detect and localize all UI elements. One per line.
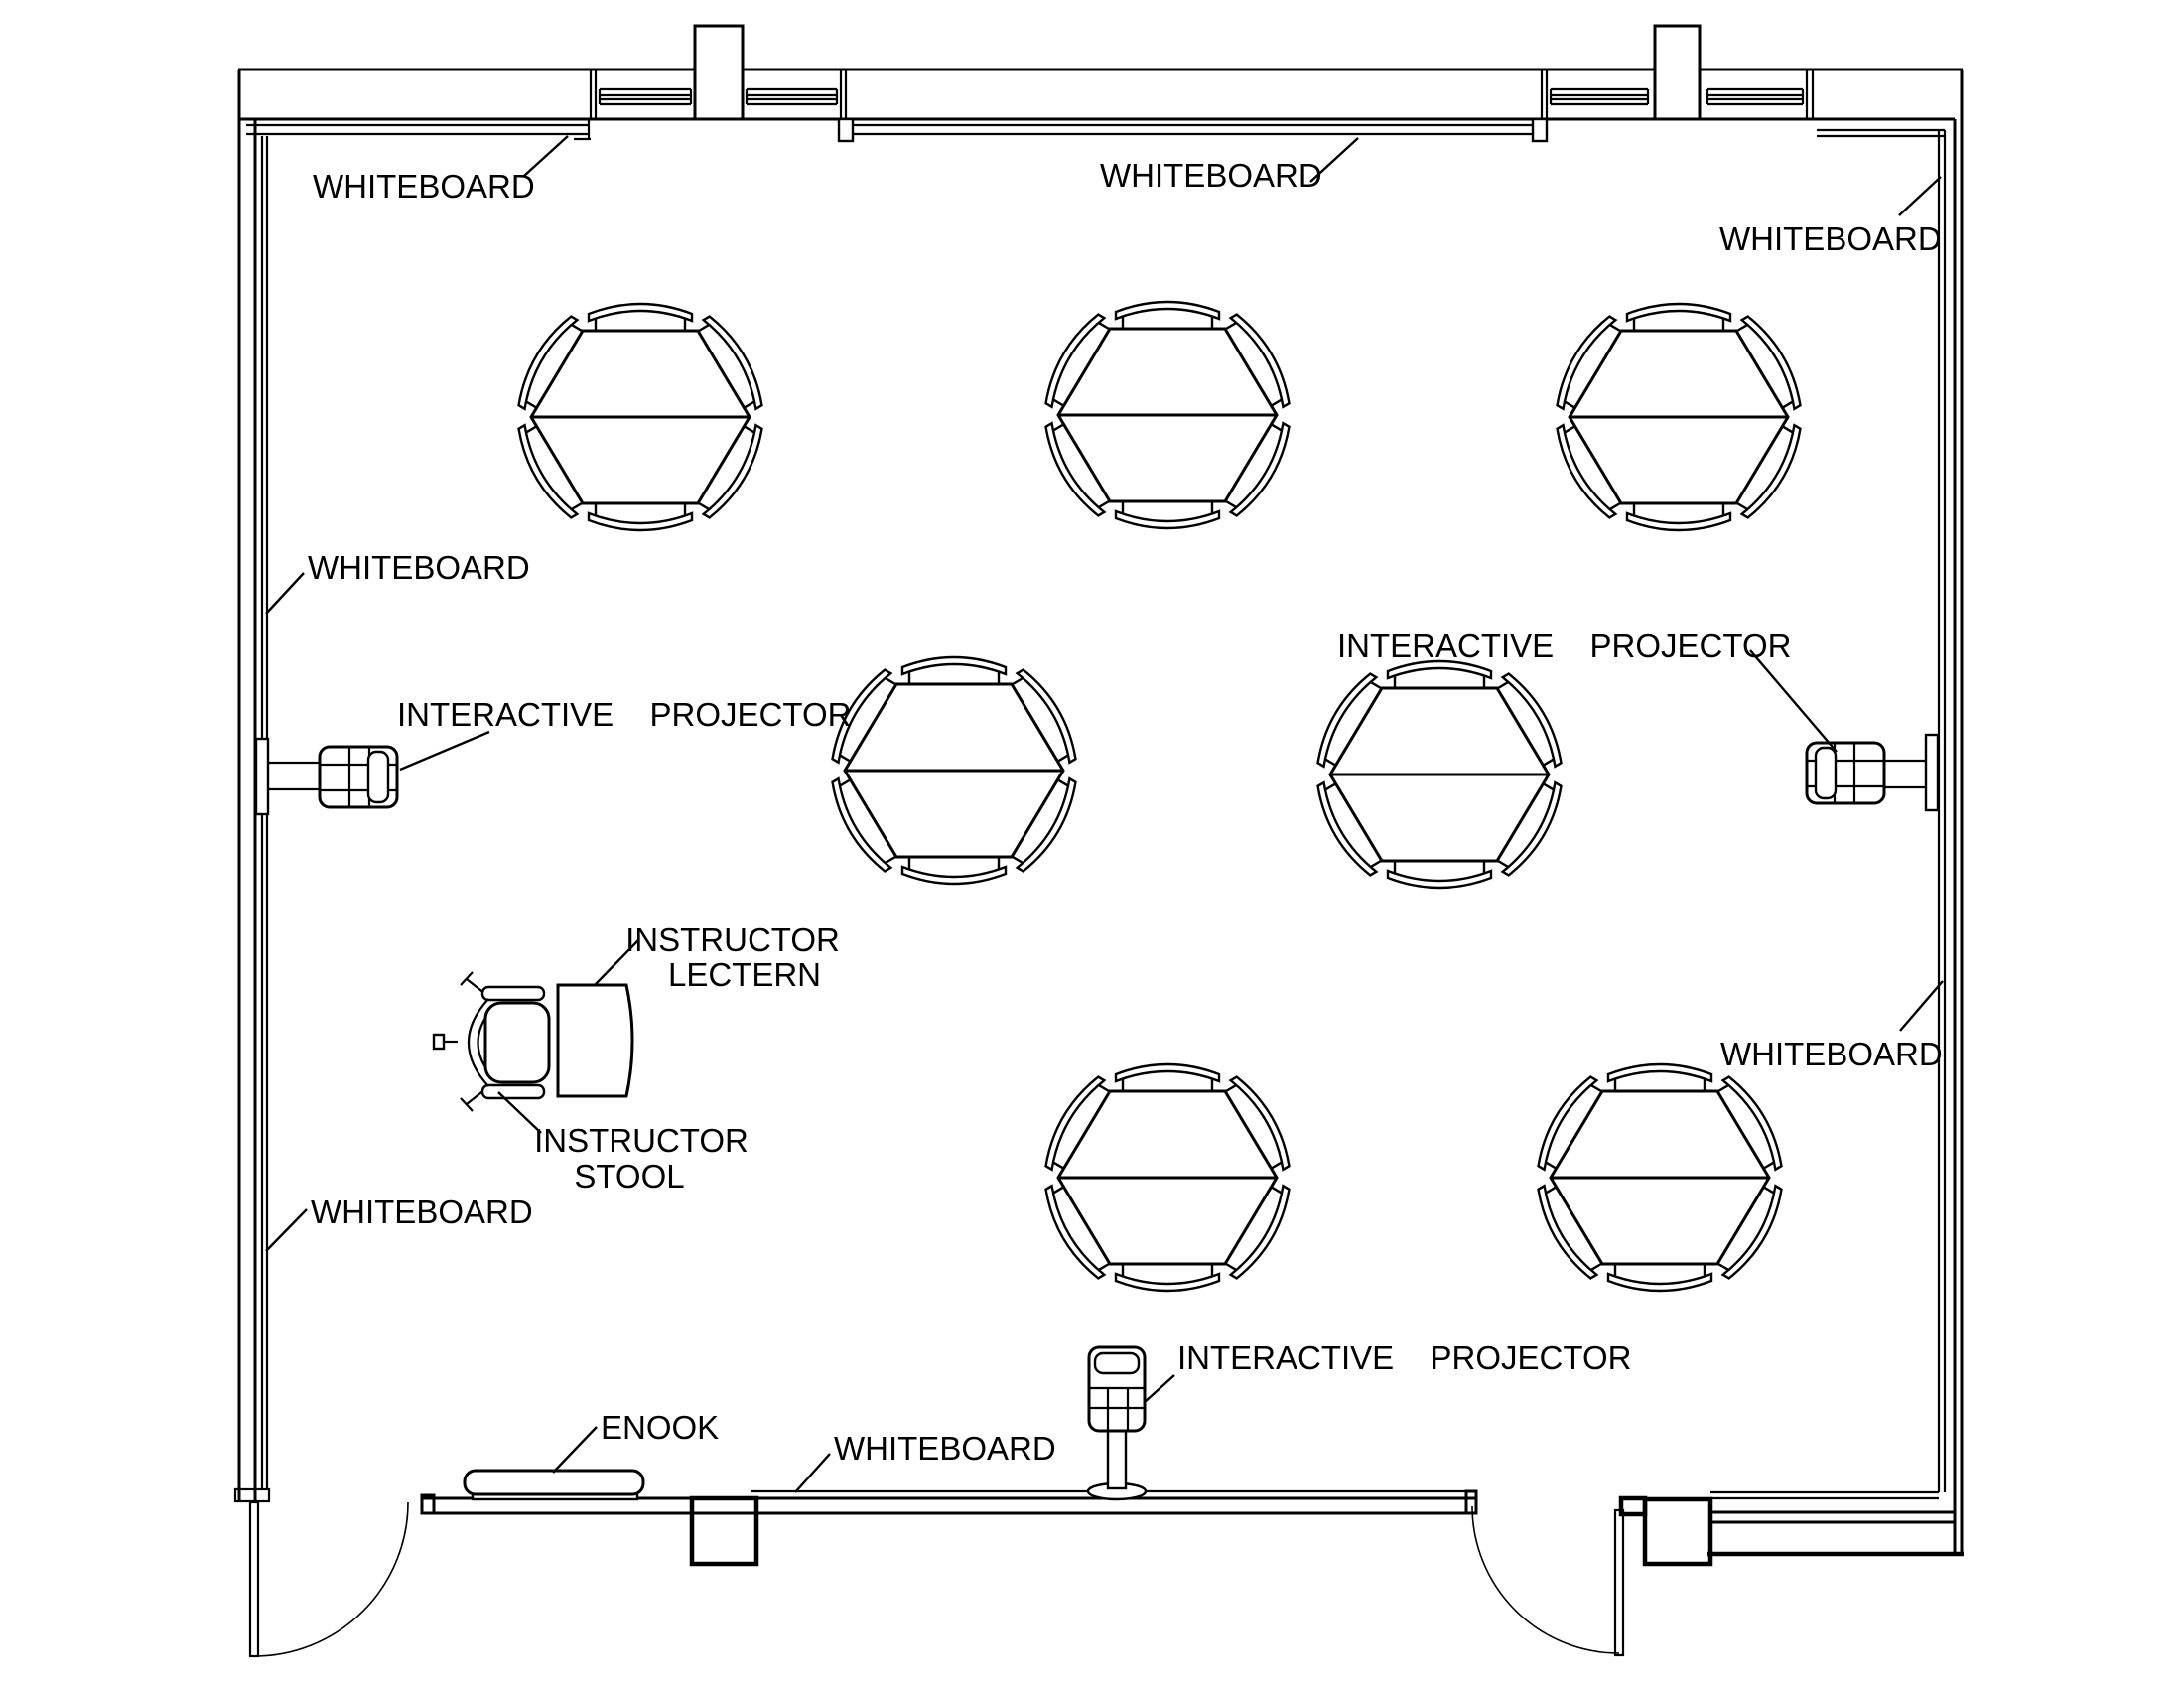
whiteboard-label: WHITEBOARD xyxy=(311,1194,533,1230)
whiteboard-top-left-strip xyxy=(246,119,591,141)
bottom-right-vestibule xyxy=(1707,1490,1964,1557)
interactive-projector-left-unit xyxy=(254,737,399,816)
window-icon xyxy=(1549,87,1650,106)
door-swing-arc xyxy=(1471,1505,1620,1654)
instructor-stool-label: STOOL xyxy=(574,1158,684,1195)
wall-column xyxy=(689,1495,759,1567)
projector-lens xyxy=(366,750,390,804)
hex-table-6 xyxy=(1037,1064,1297,1291)
door-right xyxy=(1471,1505,1625,1657)
whiteboard-top-center-strip xyxy=(837,117,1549,143)
interactive-projector-label: INTERACTIVE PROJECTOR xyxy=(1177,1339,1631,1376)
hex-table-1 xyxy=(510,304,770,530)
interactive-projector-right-unit xyxy=(1805,733,1940,812)
projector-lens xyxy=(1814,746,1838,800)
door-left xyxy=(248,1500,409,1658)
instructor-lectern-label: LECTERN xyxy=(668,956,821,993)
whiteboard-label: WHITEBOARD xyxy=(1100,157,1322,194)
interactive-projector-bottom-unit xyxy=(1086,1345,1148,1501)
window-icon xyxy=(1706,87,1805,106)
whiteboard-label: WHITEBOARD xyxy=(308,549,530,586)
wall-column xyxy=(1653,24,1702,121)
whiteboard-label: WHITEBOARD xyxy=(834,1430,1056,1467)
hex-table-7 xyxy=(1530,1064,1790,1291)
window-icon xyxy=(598,87,693,106)
instructor-stool-label: INSTRUCTOR xyxy=(534,1122,749,1159)
wall-column xyxy=(693,24,745,121)
stool-seat xyxy=(483,1001,551,1084)
whiteboard-label: WHITEBOARD xyxy=(1720,1036,1943,1072)
hex-table-5 xyxy=(1309,661,1570,888)
wall-column xyxy=(1642,1496,1713,1567)
stool-armrest xyxy=(480,985,546,1002)
whiteboard-label: WHITEBOARD xyxy=(1719,220,1942,257)
hex-table-3 xyxy=(1549,304,1809,530)
leader-lines xyxy=(265,135,1944,1493)
instructor-stool-unit xyxy=(432,971,551,1112)
whiteboard-label: WHITEBOARD xyxy=(313,168,535,205)
whiteboard-top-right-strip xyxy=(1817,128,1945,138)
instructor-lectern-label: INSTRUCTOR xyxy=(625,921,840,958)
enook-unit xyxy=(463,1469,645,1501)
text-labels: WHITEBOARD WHITEBOARD WHITEBOARD WHITEBO… xyxy=(308,157,1943,1467)
right-wall xyxy=(1953,70,1964,1554)
window-icon xyxy=(745,87,839,106)
hex-table-2 xyxy=(1037,302,1297,528)
door-leaf xyxy=(1613,1508,1625,1657)
enook-label: ENOOK xyxy=(601,1409,719,1446)
stool-backrest xyxy=(468,998,489,1087)
interactive-projector-label: INTERACTIVE PROJECTOR xyxy=(1337,628,1791,664)
interactive-projector-label: INTERACTIVE PROJECTOR xyxy=(397,696,851,733)
projector-wall-plate xyxy=(254,737,270,816)
projector-wall-plate xyxy=(1924,733,1940,812)
hex-table-4 xyxy=(824,657,1084,884)
instructor-lectern-unit xyxy=(556,983,634,1098)
door-swing-arc xyxy=(253,1501,409,1657)
projector-pole xyxy=(1106,1429,1128,1490)
top-wall-window-sections xyxy=(598,87,1805,106)
stool-armrest xyxy=(480,1083,546,1100)
projector-lens xyxy=(1093,1351,1141,1375)
